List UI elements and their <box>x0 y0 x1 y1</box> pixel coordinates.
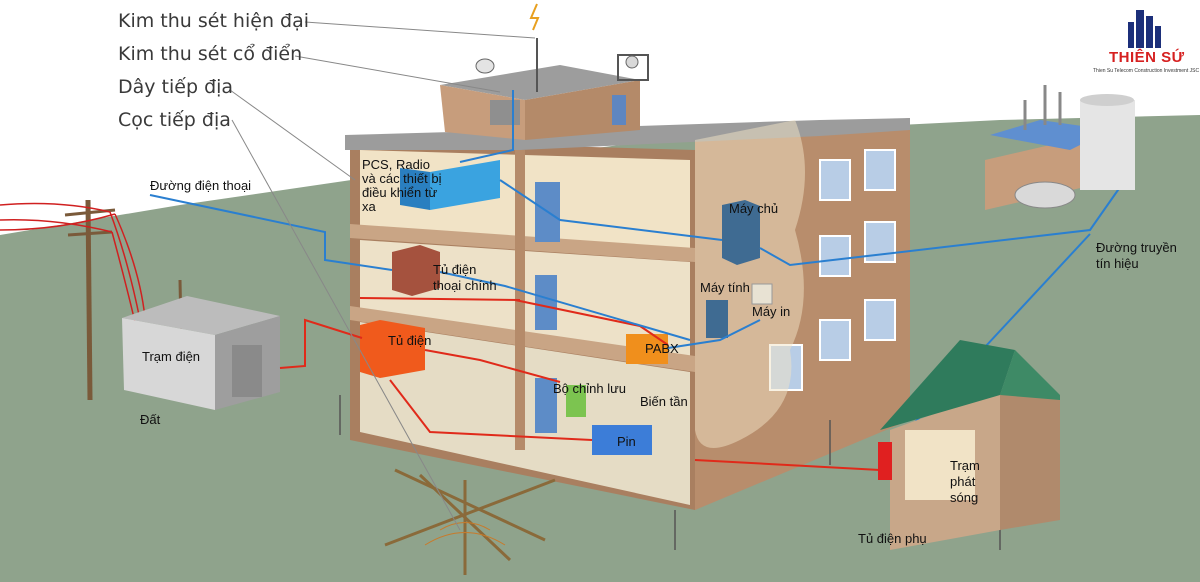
label-pcs-radio: PCS, Radio và các thiết bị điều khiển từ… <box>362 157 442 214</box>
legend-classic-rod: Kim thu sét cổ điển <box>118 43 303 65</box>
logo-mark <box>1128 10 1161 48</box>
doors <box>535 182 560 433</box>
label-printer: Máy in <box>752 304 791 319</box>
lightning-rod <box>529 3 540 92</box>
label-ground: Đất <box>140 412 161 427</box>
logo-name: THIÊN SỨ <box>1109 49 1185 66</box>
transmitter-station <box>878 340 1060 550</box>
label-transmitter-2: phát <box>950 474 976 489</box>
main-phone-cabinet <box>392 245 440 296</box>
label-main-phone-cabinet-1: Tủ điện <box>433 262 477 277</box>
label-signal-line-2: tín hiệu <box>1096 256 1139 271</box>
legend-ground-wire: Dây tiếp địa <box>118 76 234 98</box>
server-rack <box>722 200 760 265</box>
label-phone-line: Đường điện thoại <box>150 178 252 193</box>
label-transmitter-1: Trạm <box>950 458 980 473</box>
electrical-cabinet <box>360 320 425 378</box>
satellite-dishes <box>475 54 649 81</box>
label-main-phone-cabinet-2: thoại chính <box>433 278 497 293</box>
label-pabx: PABX <box>645 341 679 356</box>
logo-tagline: Thien Su Telecom Construction Investment… <box>1093 68 1200 74</box>
rooftop-structure <box>440 65 640 140</box>
label-inverter: Biến tần <box>640 394 688 409</box>
label-transmitter-3: sóng <box>950 490 979 505</box>
label-signal-line-1: Đường truyền <box>1096 240 1177 255</box>
wall-cutaway <box>695 120 805 448</box>
pabx-unit <box>626 334 668 364</box>
label-sub-cabinet: Tủ điện phụ <box>858 531 927 546</box>
label-server: Máy chủ <box>729 201 779 216</box>
legend-ground-stake: Cọc tiếp địa <box>118 109 231 131</box>
ground-stake <box>384 468 556 575</box>
label-computer: Máy tính <box>700 280 750 295</box>
pcs-radio-equipment <box>400 160 500 210</box>
industrial-plant <box>985 85 1135 210</box>
computer-and-printer <box>706 283 773 338</box>
label-electrical-cabinet: Tủ điện <box>388 333 432 348</box>
label-rectifier: Bộ chỉnh lưu <box>553 381 627 396</box>
label-substation: Trạm điện <box>142 349 201 364</box>
substation-building <box>122 296 280 410</box>
battery-bank <box>592 425 652 455</box>
power-poles <box>0 199 183 401</box>
label-battery: Pin <box>617 434 636 449</box>
legend-modern-rod: Kim thu sét hiện đại <box>118 10 310 32</box>
rectifier-unit <box>566 385 586 417</box>
legend-pointers <box>229 21 536 531</box>
